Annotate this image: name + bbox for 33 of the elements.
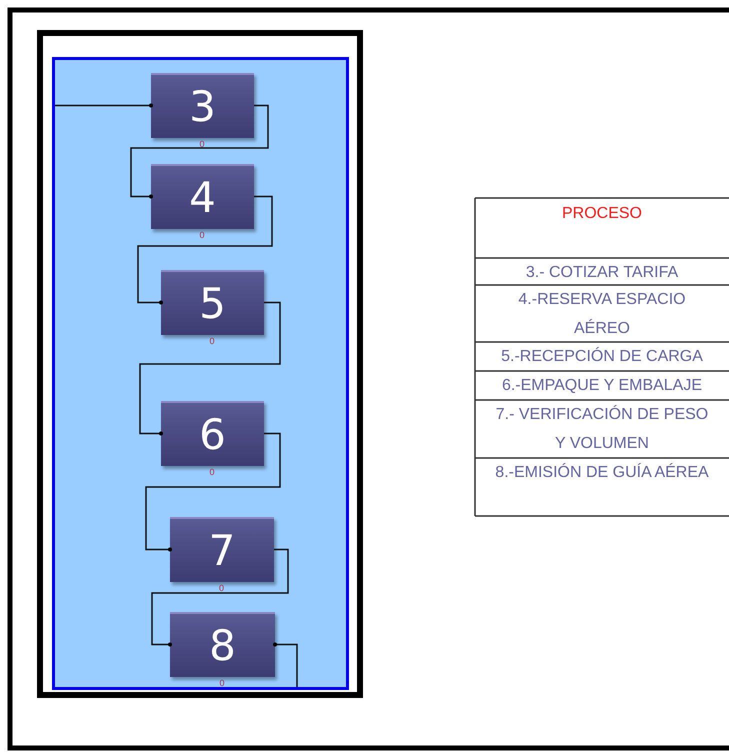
- connector-line: [130, 104, 269, 198]
- process-box: [151, 73, 254, 138]
- panel-background: [52, 57, 349, 690]
- process-box: [151, 164, 254, 229]
- step-number: 7: [208, 530, 236, 572]
- step-number: 3: [189, 86, 216, 128]
- connector-line: [151, 548, 289, 646]
- step-number: 8: [209, 624, 236, 666]
- connector-line: [55, 104, 153, 108]
- counter-label: 0: [210, 337, 215, 346]
- counter-label: 0: [200, 140, 205, 149]
- process-box: [170, 612, 275, 677]
- table-cell-text: 5.-RECEPCIÓN DE CARGA: [500, 346, 704, 367]
- counter-label: 0: [220, 679, 225, 688]
- process-box: [161, 401, 264, 466]
- table-cell-text: 7.- VERIFICACIÓN DE PESO Y VOLUMEN: [494, 404, 710, 454]
- process-box: [161, 270, 264, 335]
- connector-line: [139, 302, 281, 436]
- table-cell-text: 4.-RESERVA ESPACIO AÉREO: [517, 290, 687, 339]
- step-number: 4: [189, 176, 216, 218]
- connector-line: [145, 432, 281, 552]
- counter-label: 0: [200, 231, 205, 240]
- process-box: [170, 517, 274, 582]
- counter-label: 0: [219, 584, 224, 593]
- connector-line: [273, 642, 298, 687]
- step-number: 6: [199, 414, 226, 456]
- table-header: PROCESO: [560, 204, 643, 224]
- counter-label: 0: [210, 468, 215, 477]
- connector-line: [137, 196, 273, 304]
- step-number: 5: [199, 282, 226, 324]
- table-cell-text: 6.-EMPAQUE Y EMBALAJE: [500, 376, 704, 396]
- table-cell-text: 3.- COTIZAR TARIFA: [524, 263, 680, 283]
- table-cell-text: 8.-EMISIÓN DE GUÍA AÉREA: [494, 462, 710, 483]
